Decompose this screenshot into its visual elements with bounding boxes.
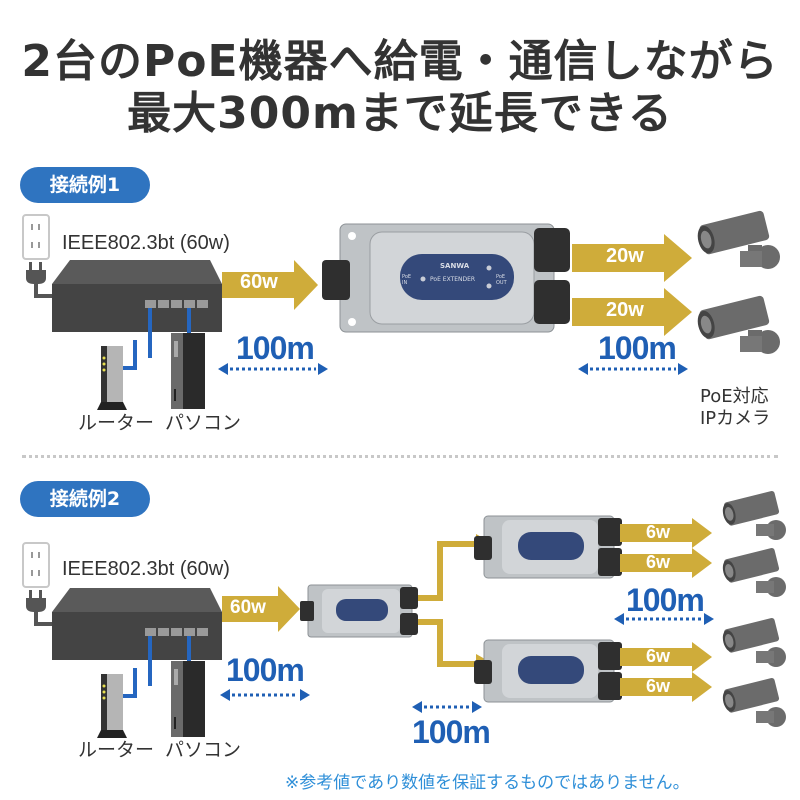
input-power-label: 60w bbox=[240, 271, 278, 293]
extender-name: PoE EXTENDER bbox=[430, 276, 476, 283]
power-arrow-60w bbox=[222, 260, 318, 310]
power-arrow-6w-3 bbox=[620, 642, 712, 672]
pc-tower-icon bbox=[171, 333, 205, 409]
distance-arrow-icon bbox=[578, 363, 688, 375]
distance-out-label: 100m bbox=[626, 582, 705, 618]
output-power-2: 6w bbox=[646, 552, 671, 572]
distance-arrow-icon bbox=[218, 363, 328, 375]
distance-in-label: 100m bbox=[226, 652, 305, 688]
distance-mid-label: 100m bbox=[412, 714, 491, 750]
poe-extender-device bbox=[474, 639, 622, 703]
ip-camera-icon bbox=[722, 678, 786, 727]
output-power-2: 20w bbox=[606, 299, 644, 321]
example-2-badge: 接続例2 bbox=[20, 481, 150, 517]
ip-camera-icon bbox=[697, 210, 780, 269]
power-arrow-60w bbox=[222, 586, 300, 632]
section-divider bbox=[22, 455, 778, 458]
example-2-spec: IEEE802.3bt (60w) bbox=[62, 558, 230, 580]
ip-camera-icon bbox=[722, 618, 786, 667]
pc-label: パソコン bbox=[165, 412, 242, 434]
example-1-spec: IEEE802.3bt (60w) bbox=[62, 232, 230, 254]
output-power-1: 6w bbox=[646, 522, 671, 542]
poe-extender-device bbox=[300, 584, 418, 638]
extender-brand: SANWA bbox=[440, 262, 470, 270]
output-power-1: 20w bbox=[606, 245, 644, 267]
input-power-label: 60w bbox=[230, 597, 266, 618]
power-arrow-6w-4 bbox=[620, 672, 712, 702]
disclaimer-note: ※参考値であり数値を保証するものではありません。 bbox=[285, 773, 690, 793]
pc-tower-icon bbox=[171, 661, 205, 737]
power-arrow-6w-2 bbox=[620, 548, 712, 578]
poe-switch-icon bbox=[52, 588, 222, 686]
output-power-3: 6w bbox=[646, 646, 671, 666]
extender-port-out: PoE OUT bbox=[496, 274, 507, 286]
example-1-badge: 接続例1 bbox=[20, 167, 150, 203]
extender-port-in: PoE IN bbox=[402, 274, 412, 286]
ip-camera-icon bbox=[697, 295, 780, 354]
power-arrow-20w-2 bbox=[572, 288, 692, 336]
ip-camera-icon bbox=[722, 548, 786, 597]
distance-arrow-icon bbox=[220, 689, 310, 701]
power-arrow-6w-1 bbox=[620, 518, 712, 548]
pc-label: パソコン bbox=[165, 739, 242, 761]
distance-in-label: 100m bbox=[236, 330, 315, 366]
power-arrow-20w-1 bbox=[572, 234, 692, 282]
router-label: ルーター bbox=[78, 412, 155, 434]
distance-arrow-icon bbox=[614, 613, 714, 625]
camera-label-line1: PoE対応 bbox=[700, 386, 769, 407]
router-icon bbox=[97, 340, 137, 410]
poe-extender-device bbox=[474, 515, 622, 579]
camera-label-line2: IPカメラ bbox=[700, 408, 771, 429]
distance-out-label: 100m bbox=[598, 330, 677, 366]
router-icon bbox=[97, 668, 137, 738]
poe-switch-icon bbox=[52, 260, 222, 358]
headline-line-1: 2台のPoE機器へ給電・通信しながら bbox=[21, 36, 779, 87]
outlet-icon bbox=[22, 214, 56, 298]
router-label: ルーター bbox=[78, 739, 155, 761]
headline-line-2: 最大300mまで延長できる bbox=[127, 88, 673, 139]
distance-arrow-icon bbox=[412, 701, 482, 713]
output-power-4: 6w bbox=[646, 676, 671, 696]
ip-camera-icon bbox=[722, 491, 786, 540]
poe-extender-device: SANWA PoE EXTENDER PoE IN PoE OUT bbox=[322, 222, 574, 334]
outlet-icon bbox=[22, 542, 56, 626]
